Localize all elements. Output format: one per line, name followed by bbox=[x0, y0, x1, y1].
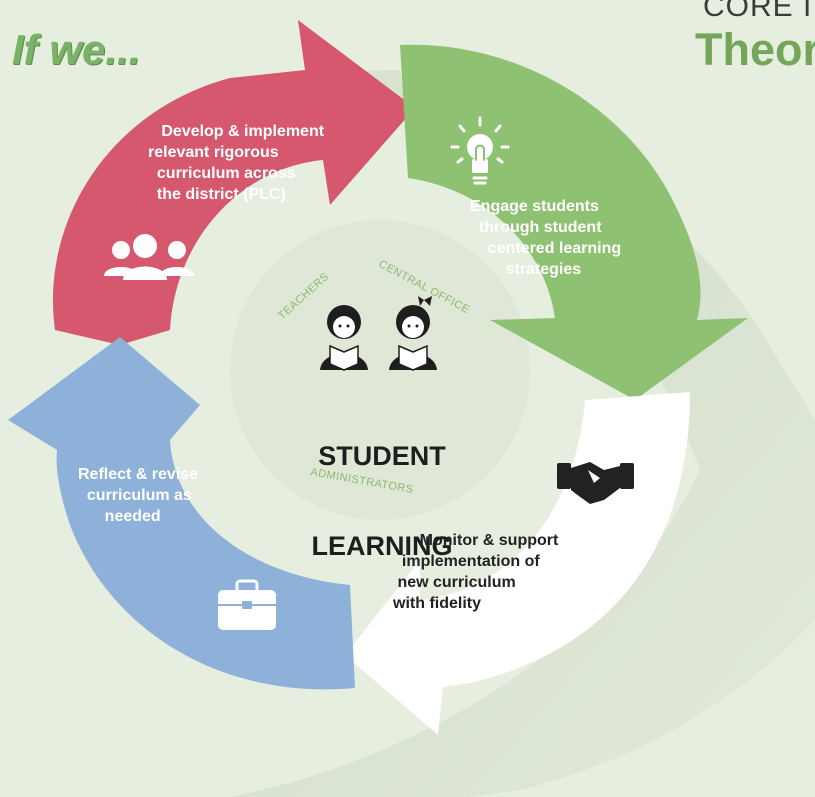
handshake-icon bbox=[557, 462, 634, 504]
lightbulb-icon bbox=[450, 116, 510, 185]
student-learning-line1: STUDENT bbox=[318, 441, 446, 471]
step-arrow-develop bbox=[52, 20, 415, 345]
step-arrow-engage bbox=[400, 44, 748, 401]
step-text-reflect: Reflect & revise curriculum as needed bbox=[78, 466, 199, 525]
header-top-line: CORE I bbox=[703, 0, 813, 23]
briefcase-icon bbox=[218, 579, 276, 630]
header-main-line: Theor bbox=[695, 24, 815, 75]
center-ring bbox=[230, 220, 530, 520]
children-reading-icon bbox=[320, 296, 437, 371]
if-we-prefix: If we... bbox=[12, 26, 141, 73]
step-text-engage: Engage students through student centered… bbox=[470, 198, 622, 278]
step-text-develop: Develop & implement relevant rigorous cu… bbox=[148, 123, 325, 203]
people-group-icon bbox=[104, 234, 194, 280]
step-text-monitor: Monitor & support implementation of new … bbox=[393, 532, 559, 612]
student-learning-title: STUDENT LEARNING bbox=[291, 381, 473, 621]
student-learning-line2: LEARNING bbox=[311, 531, 453, 561]
